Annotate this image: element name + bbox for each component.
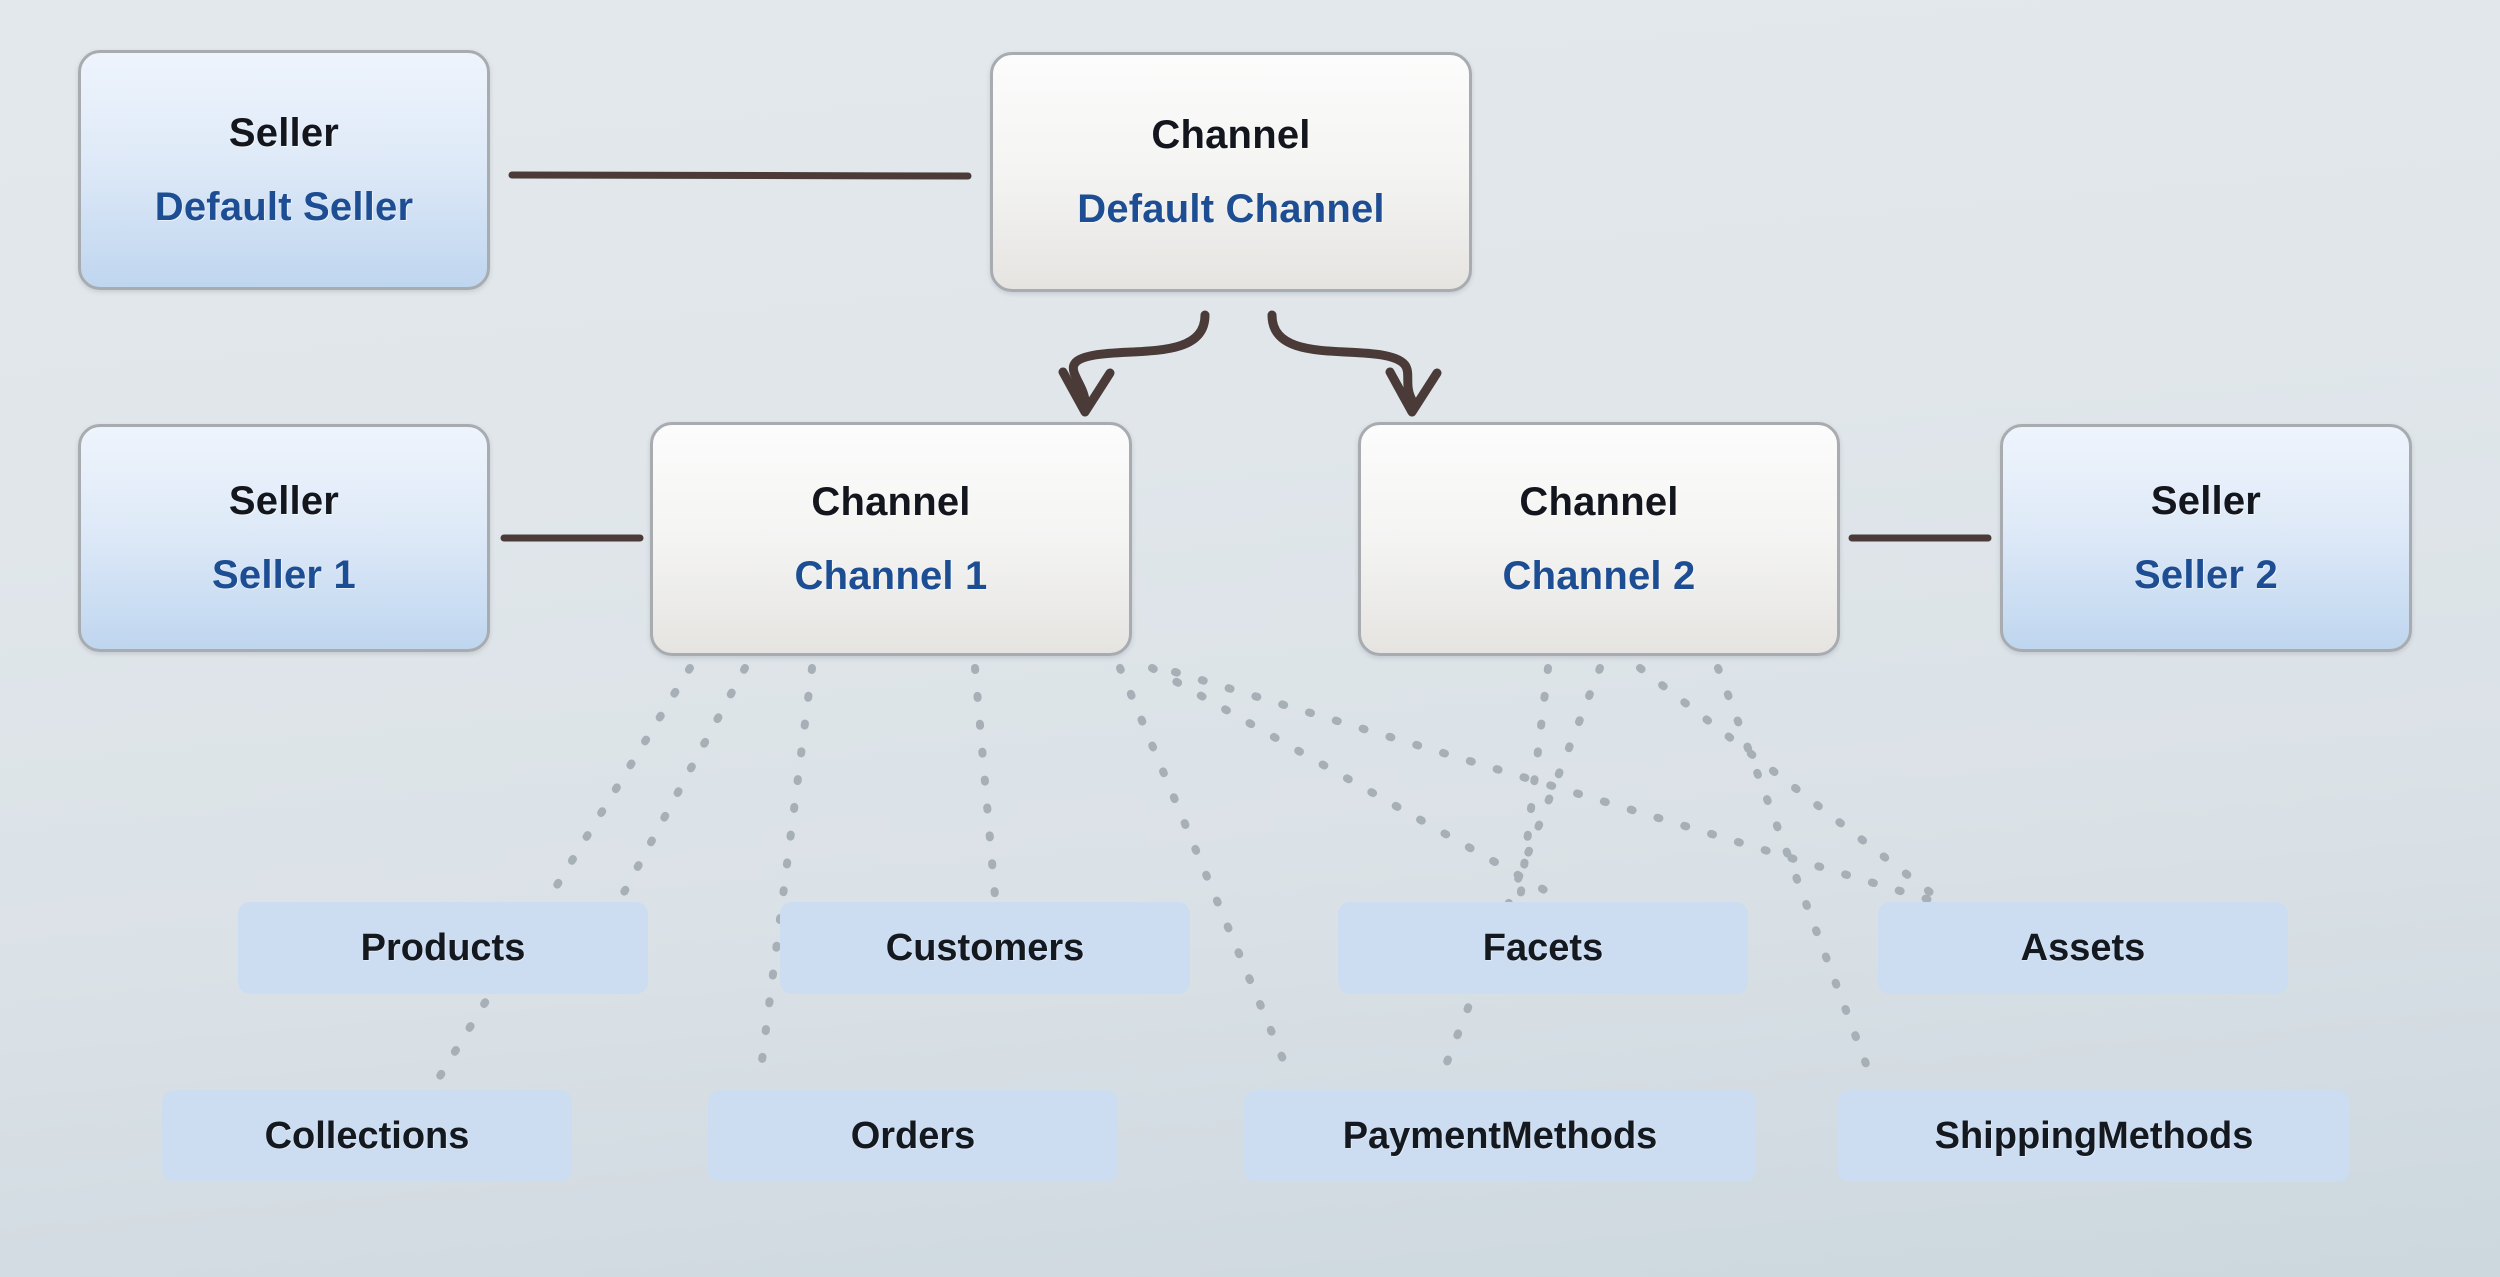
chip-label: Collections: [264, 1114, 470, 1157]
node-type-label: Seller: [228, 479, 340, 523]
chip-label: Products: [360, 926, 526, 969]
node-type-label: Channel: [1151, 113, 1311, 157]
entity-chip-facets[interactable]: Facets: [1338, 902, 1748, 994]
dotted-links-channel2: [1436, 664, 1944, 1084]
node-seller-1[interactable]: Seller Seller 1: [78, 424, 490, 652]
entity-chip-customers[interactable]: Customers: [780, 902, 1190, 994]
entity-chip-assets[interactable]: Assets: [1878, 902, 2288, 994]
node-type-label: Seller: [228, 111, 340, 155]
arrowhead-channel2: [1385, 367, 1442, 417]
node-type-label: Channel: [1519, 480, 1679, 524]
chip-label: Assets: [2020, 926, 2146, 969]
dotted-channel1-facets: [1148, 664, 1559, 900]
dotted-channel2-assets: [1636, 664, 1944, 904]
node-name-label: Default Seller: [154, 185, 414, 229]
node-seller-2[interactable]: Seller Seller 2: [2000, 424, 2412, 652]
arrow-default-channel-to-channel2: [1267, 310, 1417, 405]
dotted-channel2-facets: [1516, 664, 1552, 904]
chip-label: Orders: [850, 1114, 976, 1157]
node-default-channel[interactable]: Channel Default Channel: [990, 52, 1472, 292]
node-type-label: Seller: [2150, 479, 2262, 523]
dotted-channel1-assets: [1171, 668, 1934, 904]
dotted-channel1-collections: [436, 664, 694, 1080]
dotted-channel1-products: [618, 664, 749, 900]
node-name-label: Channel 1: [794, 554, 988, 598]
chip-label: Customers: [885, 926, 1085, 969]
node-name-label: Channel 2: [1502, 554, 1696, 598]
chip-label: Facets: [1482, 926, 1604, 969]
dotted-channel2-paymentmethods: [1436, 664, 1604, 1084]
dotted-channel1-orders: [756, 664, 816, 1080]
node-channel-1[interactable]: Channel Channel 1: [650, 422, 1132, 656]
node-type-label: Channel: [811, 480, 971, 524]
entity-chip-products[interactable]: Products: [238, 902, 648, 994]
entity-chip-paymentmethods[interactable]: PaymentMethods: [1244, 1090, 1756, 1182]
dotted-channel2-shippingmethods: [1714, 664, 1876, 1084]
dotted-channel1-paymentmethods: [1116, 664, 1294, 1080]
entity-chip-collections[interactable]: Collections: [162, 1090, 572, 1182]
node-name-label: Default Channel: [1077, 187, 1385, 231]
node-name-label: Seller 1: [212, 553, 356, 597]
dotted-links-channel1: [436, 664, 1934, 1080]
arrowhead-channel1: [1058, 367, 1115, 417]
entity-chip-shippingmethods[interactable]: ShippingMethods: [1838, 1090, 2350, 1182]
arrow-default-channel-to-channel1: [1068, 310, 1210, 405]
node-default-seller[interactable]: Seller Default Seller: [78, 50, 490, 290]
node-name-label: Seller 2: [2134, 553, 2278, 597]
link-default-seller-default-channel: [508, 171, 972, 180]
dotted-channel1-customers: [971, 664, 999, 900]
chip-label: PaymentMethods: [1342, 1114, 1658, 1157]
node-channel-2[interactable]: Channel Channel 2: [1358, 422, 1840, 656]
entity-chip-orders[interactable]: Orders: [708, 1090, 1118, 1182]
chip-label: ShippingMethods: [1934, 1114, 2254, 1157]
